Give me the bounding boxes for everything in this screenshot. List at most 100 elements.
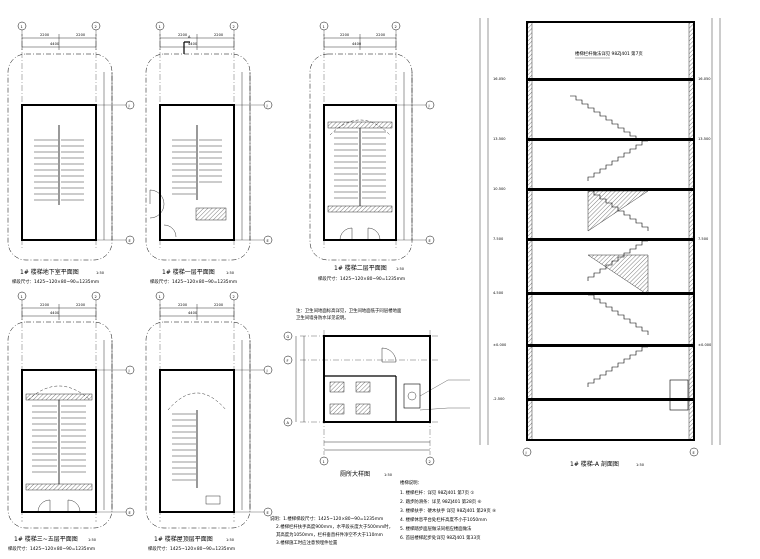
door-swing — [149, 189, 165, 219]
grid-label: E — [129, 511, 132, 515]
grid-bubbles: 1 2 J E — [17, 21, 135, 245]
dim-text: 2200 — [40, 303, 50, 307]
plan-note: 梯段尺寸：1425~120×80~90=1235mm — [318, 275, 405, 282]
stair-wall — [323, 104, 397, 241]
plan-dim-lines — [21, 34, 113, 240]
section-stair-hatch — [587, 190, 649, 232]
plan-title: 1# 楼梯地下室平面图 — [20, 268, 79, 276]
grid-label: J — [266, 104, 268, 108]
stair-treads — [32, 400, 86, 484]
bottom-notes: 说明：1.楼梯梯段尺寸：1425~120×80~90=1235mm 2.楼梯栏杆… — [270, 515, 393, 546]
detail-boundary — [309, 53, 413, 261]
door-swing — [381, 347, 397, 363]
grid-label: 2 — [95, 25, 97, 29]
section-outline — [526, 21, 695, 441]
notes-item: 6. 首层楼梯起步处详见 98ZJ401 第33页 — [400, 534, 481, 541]
plan-title: 1# 楼梯三~五层平面图 — [14, 535, 78, 543]
plan-note: 梯段尺寸：1425~120×80~90=1235mm — [148, 545, 235, 552]
elevation-label: 16.050 — [493, 77, 506, 81]
grid-label: F — [287, 359, 289, 363]
plan-title: 1# 楼梯一层平面图 — [162, 268, 215, 276]
toilet-detail: G F A 1 2 厕所大样图 1:50 注：卫生间地面标高详见，卫生间地面低于… — [283, 307, 470, 478]
grid-label: E — [267, 239, 270, 243]
grid-label: J — [428, 104, 430, 108]
plan-scale: 1:50 — [88, 538, 97, 542]
grid-label: J — [525, 451, 527, 455]
plan-title: 1# 楼梯二层平面图 — [334, 264, 387, 272]
stair-treads — [34, 125, 84, 205]
toilet-fixture — [355, 403, 371, 415]
dim-text: 4400 — [352, 42, 362, 46]
elevation-label: ±0.000 — [493, 343, 507, 347]
floor-slabs — [527, 78, 694, 401]
second-floor-stair-plan: 2200 2200 4400 — [309, 21, 435, 282]
plan-scale: 1:50 — [396, 267, 405, 271]
grid-label: 1 — [21, 25, 23, 29]
elevation-label: 7.500 — [493, 237, 504, 241]
landing-slab — [327, 205, 393, 213]
elevation-label: 7.500 — [698, 237, 709, 241]
grid-bubbles: 1 2 J E — [155, 21, 273, 245]
plan-scale: 1:50 — [96, 271, 105, 275]
roof-stair-plan: 2200 2200 4400 1 2 J E 1# 楼 — [145, 291, 273, 552]
grid-label: G — [287, 335, 290, 339]
detail-boundary — [7, 321, 113, 529]
grid-label: 1 — [159, 25, 161, 29]
toilet-scale: 1:50 — [384, 473, 393, 477]
stair-wall — [159, 104, 235, 241]
plan-dim-lines — [295, 336, 430, 451]
leader-lines — [419, 379, 470, 411]
section-callout: 楼梯栏杆做法详见 98ZJ401 第7页 — [575, 50, 643, 57]
elevation-label: ±0.000 — [698, 343, 712, 347]
notes-item: 5. 楼梯踏步面层做法同相应楼面做法 — [400, 525, 472, 532]
grid-label: J — [266, 369, 268, 373]
section-label: A — [188, 35, 191, 39]
bottom-note: 2.楼梯栏杆扶手高度900mm，水平段长度大于500mm时， — [276, 523, 393, 530]
grid-label: J — [128, 104, 130, 108]
grid-bubbles: 1 2 J E — [17, 291, 135, 517]
grid-label: A — [287, 421, 290, 425]
stair-notes: 楼梯说明： 1. 楼梯栏杆：详见 98ZJ401 第7页 ① 2. 踏步防滑条：… — [400, 479, 496, 541]
landing-slab — [195, 207, 227, 221]
stair-section-a: 16.050 13.500 10.500 7.500 4.500 ±0.000 … — [479, 18, 721, 468]
plan-scale: 1:50 — [226, 271, 235, 275]
grid-bubbles: 1 2 J E — [319, 21, 435, 245]
grid-label: 1 — [323, 25, 325, 29]
dim-text: 2200 — [178, 33, 188, 37]
detail-boundary — [7, 53, 113, 261]
grid-label: E — [429, 239, 432, 243]
dim-text: 4400 — [50, 42, 60, 46]
dim-text: 2200 — [376, 33, 386, 37]
toilet-title: 厕所大样图 — [340, 470, 370, 478]
dim-text: 4400 — [50, 311, 60, 315]
grid-label: 2 — [429, 460, 431, 464]
door-swing — [163, 224, 177, 238]
bottom-note: 3.楼梯施工时应注意预埋件位置 — [276, 539, 338, 546]
dim-text: 2200 — [214, 303, 224, 307]
section-title: 1# 楼梯-A 剖面图 — [570, 460, 619, 468]
grid-label: E — [129, 239, 132, 243]
section-wall-cut — [688, 21, 695, 441]
elevation-marks: 16.050 13.500 10.500 7.500 4.500 ±0.000 … — [493, 77, 712, 401]
landing-arc — [329, 119, 391, 136]
notes-item: 2. 踏步防滑条：详见 98ZJ401 第28页 ⑥ — [400, 498, 482, 505]
ground-floor-stair-plan: 2200 2200 4400 A — [145, 21, 273, 285]
grid-label: J — [128, 369, 130, 373]
detail-boundary — [145, 53, 251, 261]
elevation-label: 13.500 — [698, 137, 711, 141]
toilet-fixture — [355, 381, 371, 393]
section-scale: 1:50 — [636, 463, 645, 467]
elevation-label: 10.500 — [493, 187, 506, 191]
plan-note: 梯段尺寸：1425~120×80~90=1235mm — [150, 278, 237, 285]
elevation-label: 4.500 — [493, 291, 504, 295]
toilet-wall — [323, 335, 431, 423]
dim-text: 2200 — [76, 33, 86, 37]
stair-treads — [334, 128, 386, 206]
section-door — [669, 379, 689, 411]
section-stair-hatch — [587, 254, 649, 296]
bottom-note: 说明：1.楼梯梯段尺寸：1425~120×80~90=1235mm — [270, 515, 383, 522]
typical-floor-stair-plan: 2200 2200 4400 — [7, 291, 135, 552]
stair-wall — [21, 104, 97, 241]
grid-label: E — [267, 511, 270, 515]
